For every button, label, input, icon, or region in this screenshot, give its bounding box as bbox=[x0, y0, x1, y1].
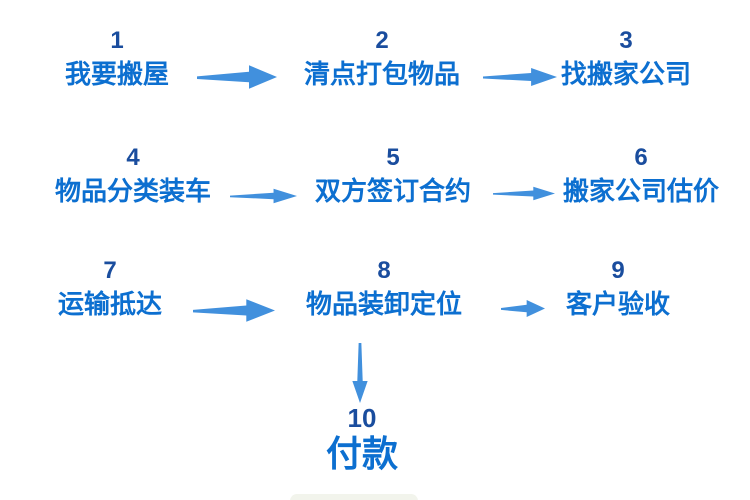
step-1-label: 我要搬屋 bbox=[64, 59, 170, 89]
step-6-number: 6 bbox=[634, 144, 648, 171]
step-3-label: 找搬家公司 bbox=[560, 59, 692, 89]
step-8: 8 物品装卸定位 bbox=[306, 255, 462, 321]
step-10-label: 付款 bbox=[325, 433, 399, 474]
arrow-right-5-to-6-icon bbox=[493, 186, 555, 201]
step-8-label: 物品装卸定位 bbox=[305, 289, 463, 319]
arrow-right-7-to-8-icon bbox=[193, 299, 275, 322]
arrow-right-2-to-3-icon bbox=[483, 68, 557, 86]
step-3: 3 找搬家公司 bbox=[561, 25, 691, 91]
arrow-right-1-to-2-icon bbox=[197, 65, 277, 89]
bottom-cutoff-artifact bbox=[290, 494, 418, 500]
step-8-number: 8 bbox=[377, 257, 391, 284]
arrow-down-8-to-10-icon bbox=[352, 343, 368, 403]
arrow-right-4-to-5-icon bbox=[230, 188, 297, 204]
step-6: 6 搬家公司估价 bbox=[563, 142, 719, 208]
step-9: 9 客户验收 bbox=[566, 255, 670, 321]
step-4-number: 4 bbox=[126, 144, 140, 171]
step-7-number: 7 bbox=[103, 257, 117, 284]
step-10: 10 付款 bbox=[326, 403, 398, 475]
step-1: 1 我要搬屋 bbox=[65, 25, 169, 91]
step-2: 2 清点打包物品 bbox=[304, 25, 460, 91]
step-7: 7 运输抵达 bbox=[58, 255, 162, 321]
step-9-label: 客户验收 bbox=[565, 289, 671, 319]
step-7-label: 运输抵达 bbox=[57, 289, 163, 319]
step-5-label: 双方签订合约 bbox=[314, 176, 472, 206]
step-6-label: 搬家公司估价 bbox=[562, 176, 720, 206]
step-2-label: 清点打包物品 bbox=[303, 59, 461, 89]
step-3-number: 3 bbox=[619, 27, 633, 54]
step-9-number: 9 bbox=[611, 257, 625, 284]
step-1-number: 1 bbox=[110, 27, 124, 54]
step-4-label: 物品分类装车 bbox=[54, 176, 212, 206]
step-2-number: 2 bbox=[375, 27, 389, 54]
step-5: 5 双方签订合约 bbox=[315, 142, 471, 208]
step-10-number: 10 bbox=[347, 403, 377, 433]
arrow-right-8-to-9-icon bbox=[501, 299, 545, 318]
step-5-number: 5 bbox=[386, 144, 400, 171]
step-4: 4 物品分类装车 bbox=[55, 142, 211, 208]
